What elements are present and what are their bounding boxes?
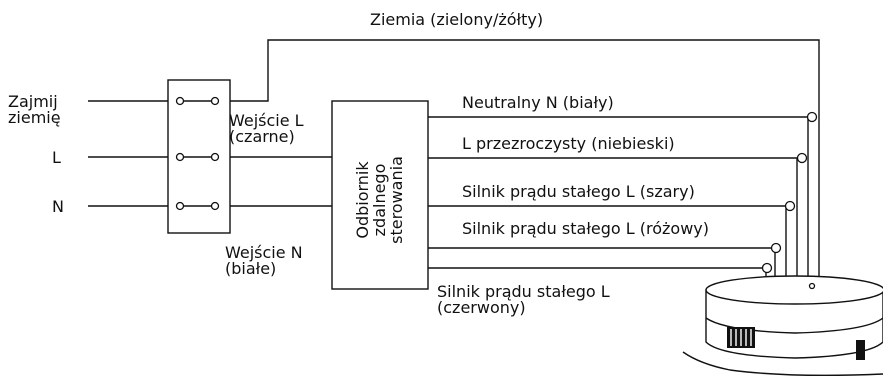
terminal-dot <box>210 152 220 162</box>
neutral-output-label: Neutralny N (biały) <box>462 93 614 112</box>
light-fixture <box>682 275 883 377</box>
motor-pink-output-wire <box>428 247 776 283</box>
motor-red-label: Silnik prądu stałego L <box>437 282 610 301</box>
output-terminal <box>770 242 782 254</box>
terminal-dot <box>175 96 185 106</box>
input-n-label: Wejście N <box>225 243 303 262</box>
n-input-label: N <box>52 197 64 216</box>
motor-grey-label: Silnik prądu stałego L (szary) <box>462 182 695 201</box>
receiver-label: zdalnego <box>370 164 389 237</box>
ground-wire <box>215 39 820 283</box>
receiver-box <box>331 100 429 290</box>
terminal-dot <box>175 201 185 211</box>
input-n-label: (białe) <box>225 259 276 278</box>
l-input-label: L <box>52 148 61 167</box>
output-terminal <box>796 152 808 164</box>
ground-left-label: Zajmij <box>8 92 58 111</box>
receiver-label: Odbiornik <box>353 161 372 239</box>
terminal-dot <box>210 201 220 211</box>
fixture-connector <box>808 282 816 290</box>
input-l-label: Wejście L <box>229 111 304 130</box>
terminal-dot <box>175 152 185 162</box>
output-terminal <box>806 111 818 123</box>
output-terminal <box>761 262 773 274</box>
motor-red-output-wire <box>428 267 767 283</box>
input-l-label: (czarne) <box>229 127 295 146</box>
motor-red-label: (czerwony) <box>437 298 526 317</box>
terminal-dot <box>210 96 220 106</box>
ground-top-label: Ziemia (zielony/żółty) <box>370 10 543 29</box>
output-terminal <box>784 200 796 212</box>
ground-left-label: ziemię <box>8 108 61 127</box>
motor-pink-label: Silnik prądu stałego L (różowy) <box>462 219 709 238</box>
receiver-label: sterowania <box>387 156 406 244</box>
motor-grey-output-wire <box>428 205 787 283</box>
l-transparent-label: L przezroczysty (niebieski) <box>462 134 675 153</box>
fixture-vent <box>856 340 865 360</box>
